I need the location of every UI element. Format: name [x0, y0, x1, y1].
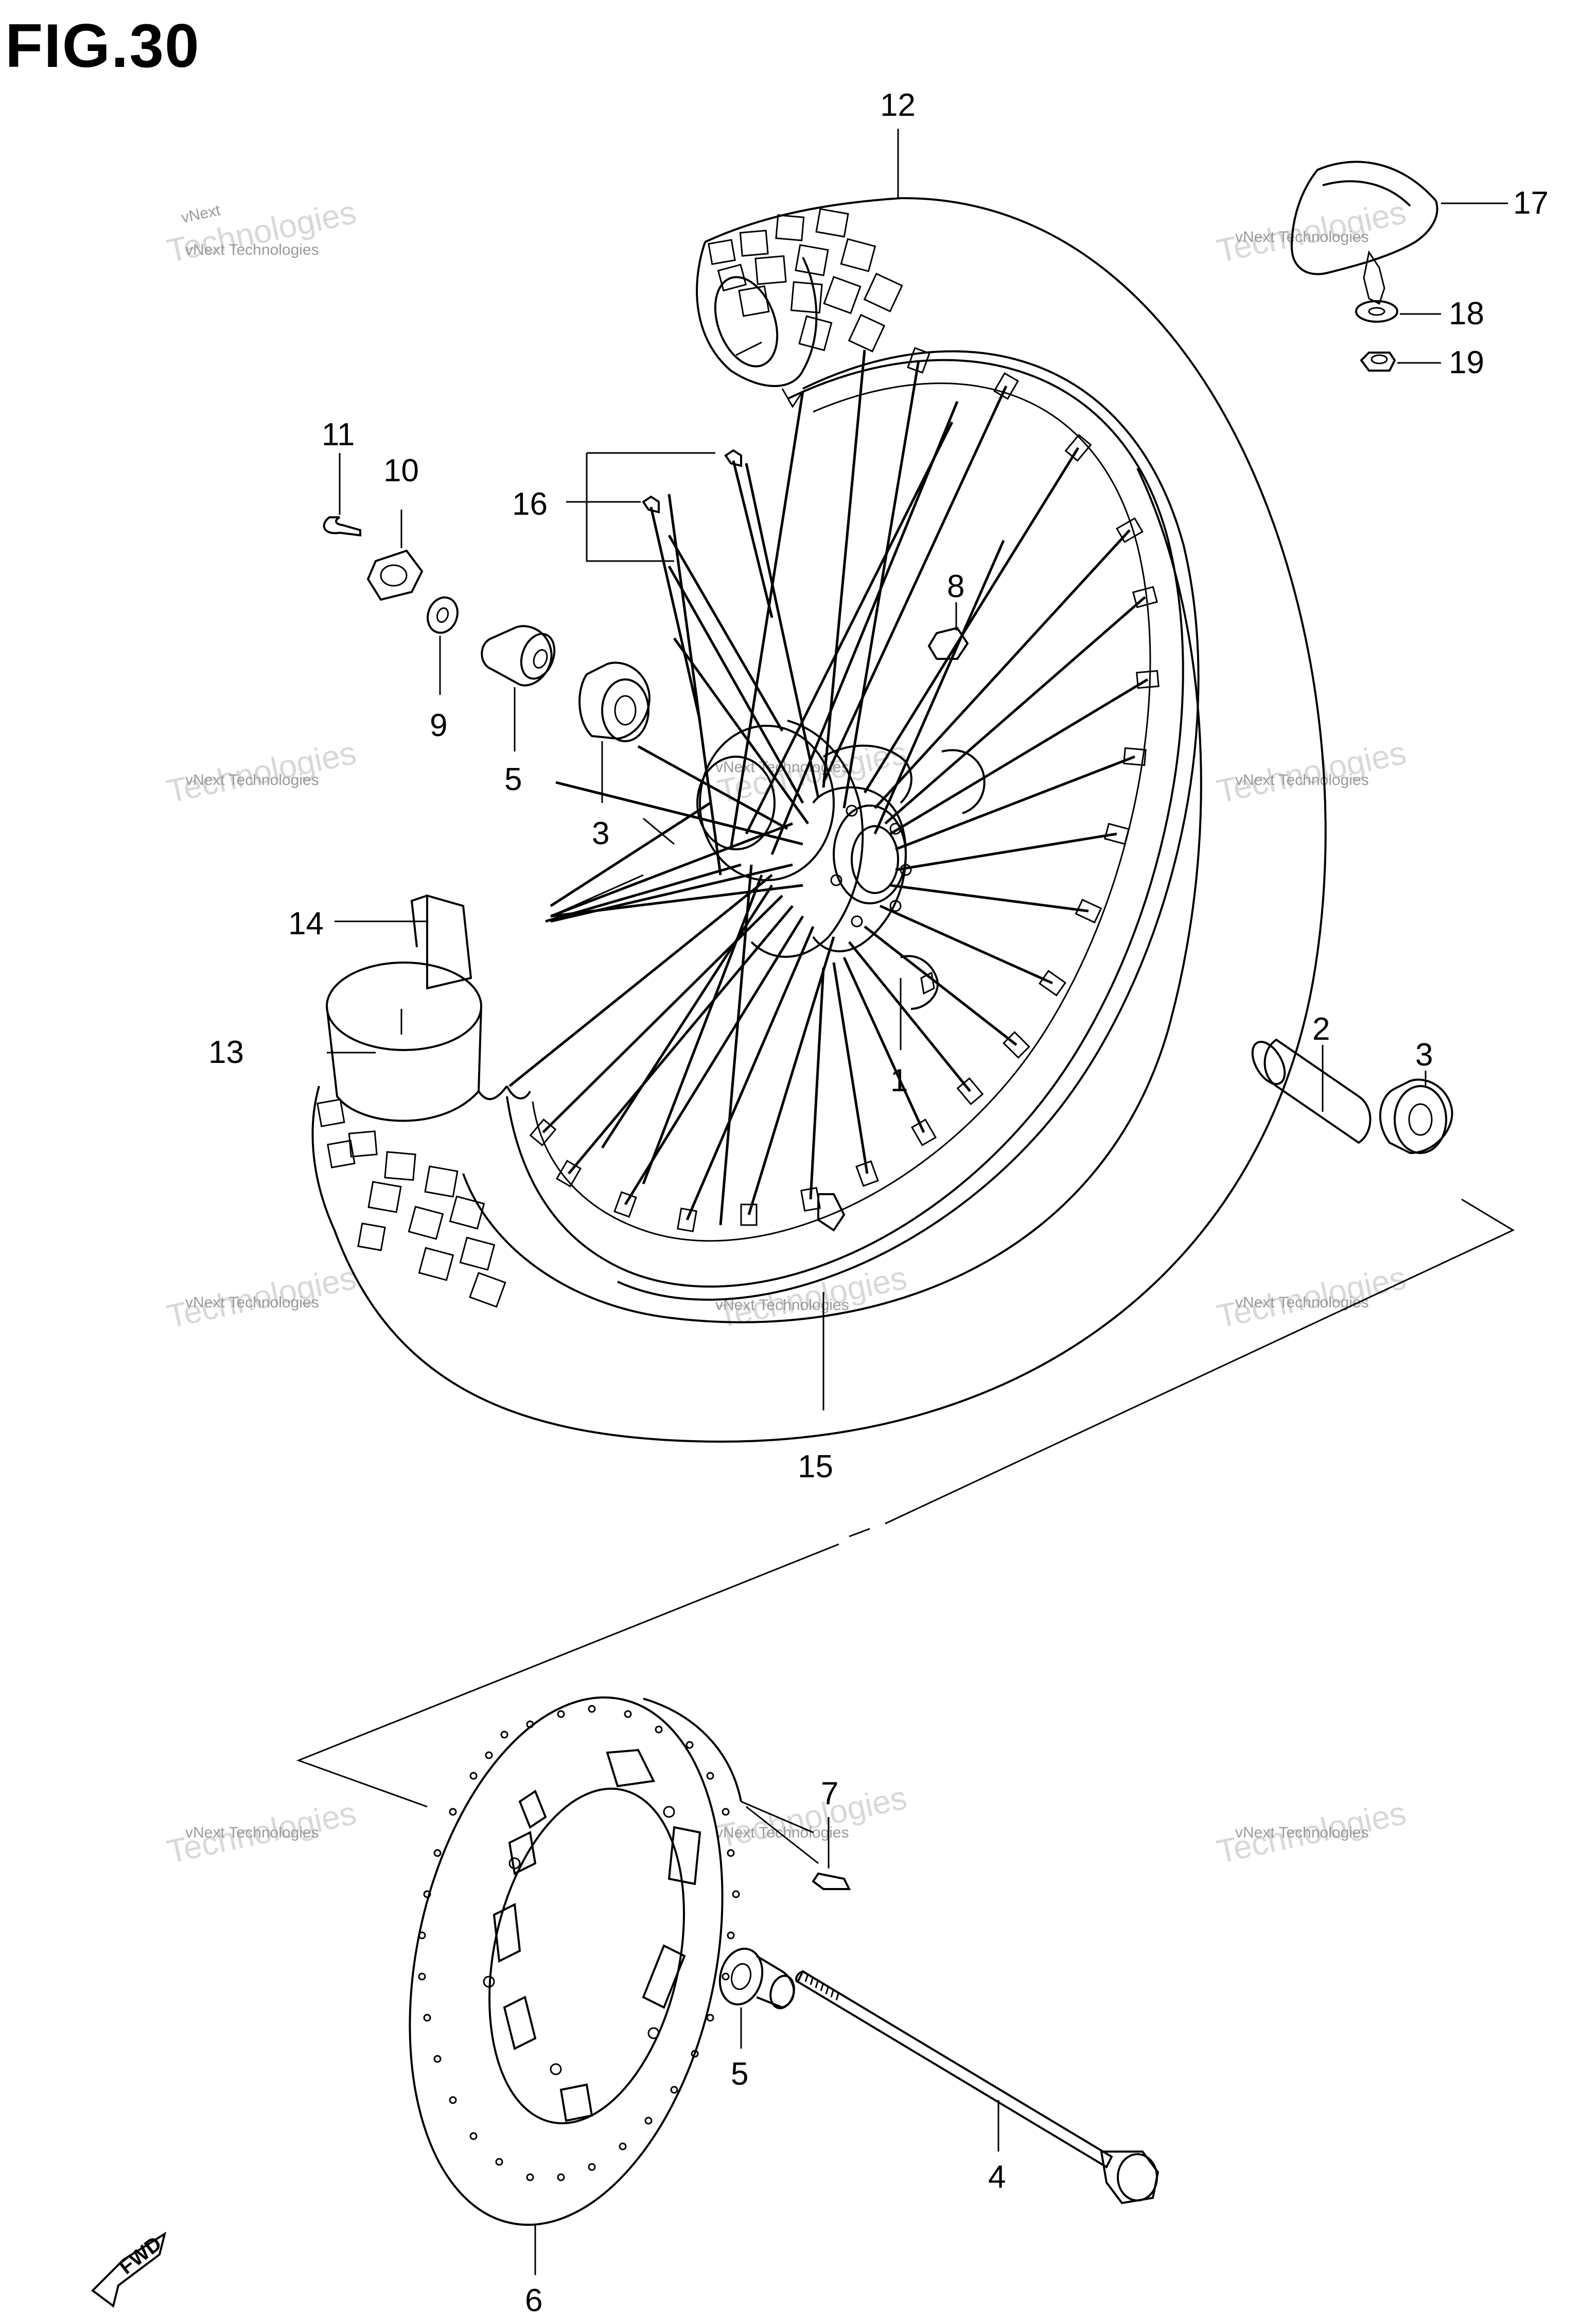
spoke-nipple-part [566, 449, 784, 732]
leader-lines [327, 129, 902, 1410]
callout-18: 18 [1449, 296, 1484, 331]
callout-13: 13 [208, 1035, 244, 1070]
tread-blocks-bottom [317, 1098, 506, 1308]
spacer-lower [718, 1947, 795, 2049]
washer [427, 596, 459, 695]
brake-disc [409, 1696, 742, 2275]
rim [506, 347, 1200, 1301]
tire [311, 197, 1327, 1443]
callout-19: 19 [1449, 345, 1484, 380]
valve-washer [1355, 300, 1441, 323]
watermark-small: vNext Technologies [185, 1824, 319, 1841]
callout-9: 9 [430, 708, 447, 743]
axle [795, 1970, 1160, 2205]
watermark-big: Technologies [714, 1779, 910, 1855]
callout-3: 3 [592, 816, 609, 851]
axle-collar [1251, 1038, 1372, 1144]
callout-5: 5 [504, 762, 522, 797]
assembly-guide-lines [296, 817, 1515, 1833]
callout-8: 8 [947, 569, 964, 604]
bearing-right [1379, 1071, 1453, 1155]
callout-3: 3 [1415, 1037, 1433, 1073]
watermark-small: vNext Technologies [715, 1297, 849, 1314]
figure-title: FIG.30 [5, 11, 200, 80]
valve-nut [1360, 352, 1441, 372]
watermark-small: vNext Technologies [185, 772, 319, 789]
disc-perforations [418, 1705, 740, 2181]
callout-7: 7 [821, 1776, 838, 1811]
watermark-small: vNext Technologies [715, 1824, 849, 1841]
callout-17: 17 [1513, 185, 1549, 221]
spacer-upper [481, 625, 556, 752]
spoke-nipples [529, 347, 1160, 1233]
callout-numbers: 12 17 18 19 11 10 16 8 9 5 3 14 13 1 2 3… [208, 88, 1549, 2318]
castle-nut [366, 510, 424, 601]
callout-1: 1 [890, 1063, 908, 1098]
spokes [508, 350, 1149, 1226]
callout-11: 11 [322, 417, 355, 452]
hub [696, 720, 986, 1010]
tread-blocks-top [708, 208, 903, 353]
cotter-pin [323, 453, 361, 537]
watermark-small: vNext Technologies [185, 1294, 319, 1311]
watermark-small: vNext Technologies [1235, 229, 1369, 246]
inner-tube [1290, 161, 1508, 305]
callout-6: 6 [525, 2283, 542, 2318]
callout-4: 4 [988, 2159, 1006, 2195]
hex-nut-part8 [927, 602, 969, 660]
watermark-small: vNext Technologies [1235, 1824, 1369, 1841]
callout-12: 12 [880, 88, 916, 123]
axle-threads [804, 1973, 840, 2001]
callout-10: 10 [383, 453, 419, 488]
watermark-small: vNext Technologies [1235, 1294, 1369, 1311]
callout-14: 14 [288, 906, 324, 941]
watermark-small: vNext Technologies [185, 241, 319, 258]
bearing-upper [578, 661, 651, 803]
callout-16: 16 [512, 486, 548, 522]
forward-arrow-icon: FWD [91, 2231, 167, 2308]
watermark-small: vNext Technologies [1235, 772, 1369, 789]
disc-bolt [746, 1806, 851, 1890]
callout-15: 15 [798, 1449, 833, 1484]
callout-5: 5 [731, 2056, 748, 2092]
callout-2: 2 [1312, 1011, 1330, 1047]
rim-band [335, 894, 472, 990]
